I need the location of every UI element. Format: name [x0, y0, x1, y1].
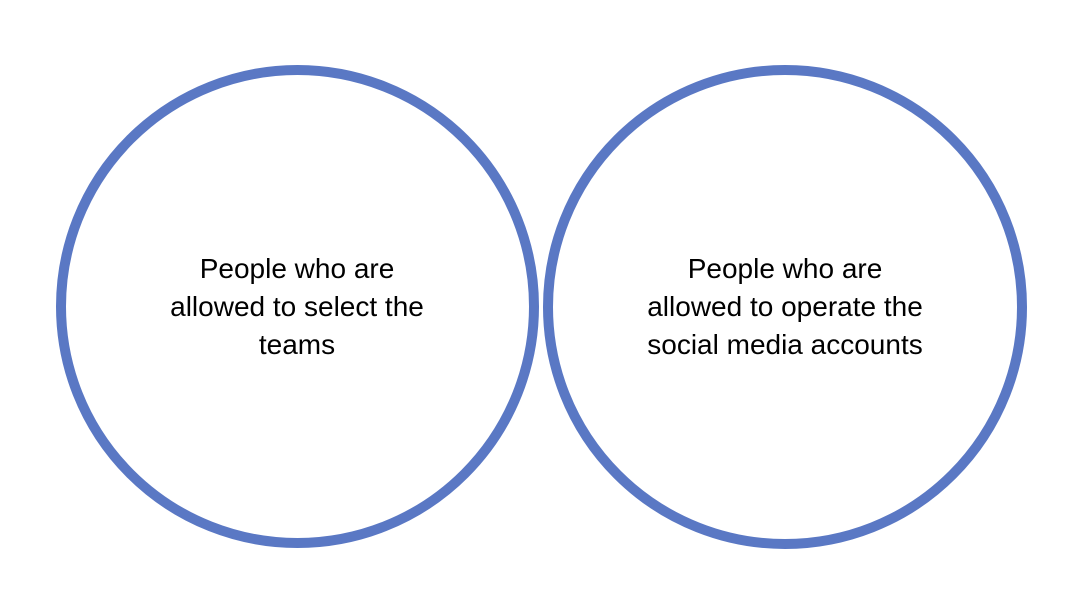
- right-circle-label: People who are allowed to operate the so…: [635, 250, 935, 364]
- right-circle: [543, 65, 1027, 549]
- right-circle-label-line-3: social media accounts: [647, 329, 923, 360]
- left-circle: [56, 65, 539, 548]
- left-circle-label-line-1: People who are: [199, 253, 395, 284]
- left-circle-label: People who are allowed to select the tea…: [147, 250, 447, 364]
- right-circle-label-line-1: People who are: [687, 253, 883, 284]
- right-circle-label-line-2: allowed to operate the: [647, 291, 923, 322]
- left-circle-label-line-2: allowed to select the: [170, 291, 424, 322]
- left-circle-label-line-3: teams: [258, 329, 336, 360]
